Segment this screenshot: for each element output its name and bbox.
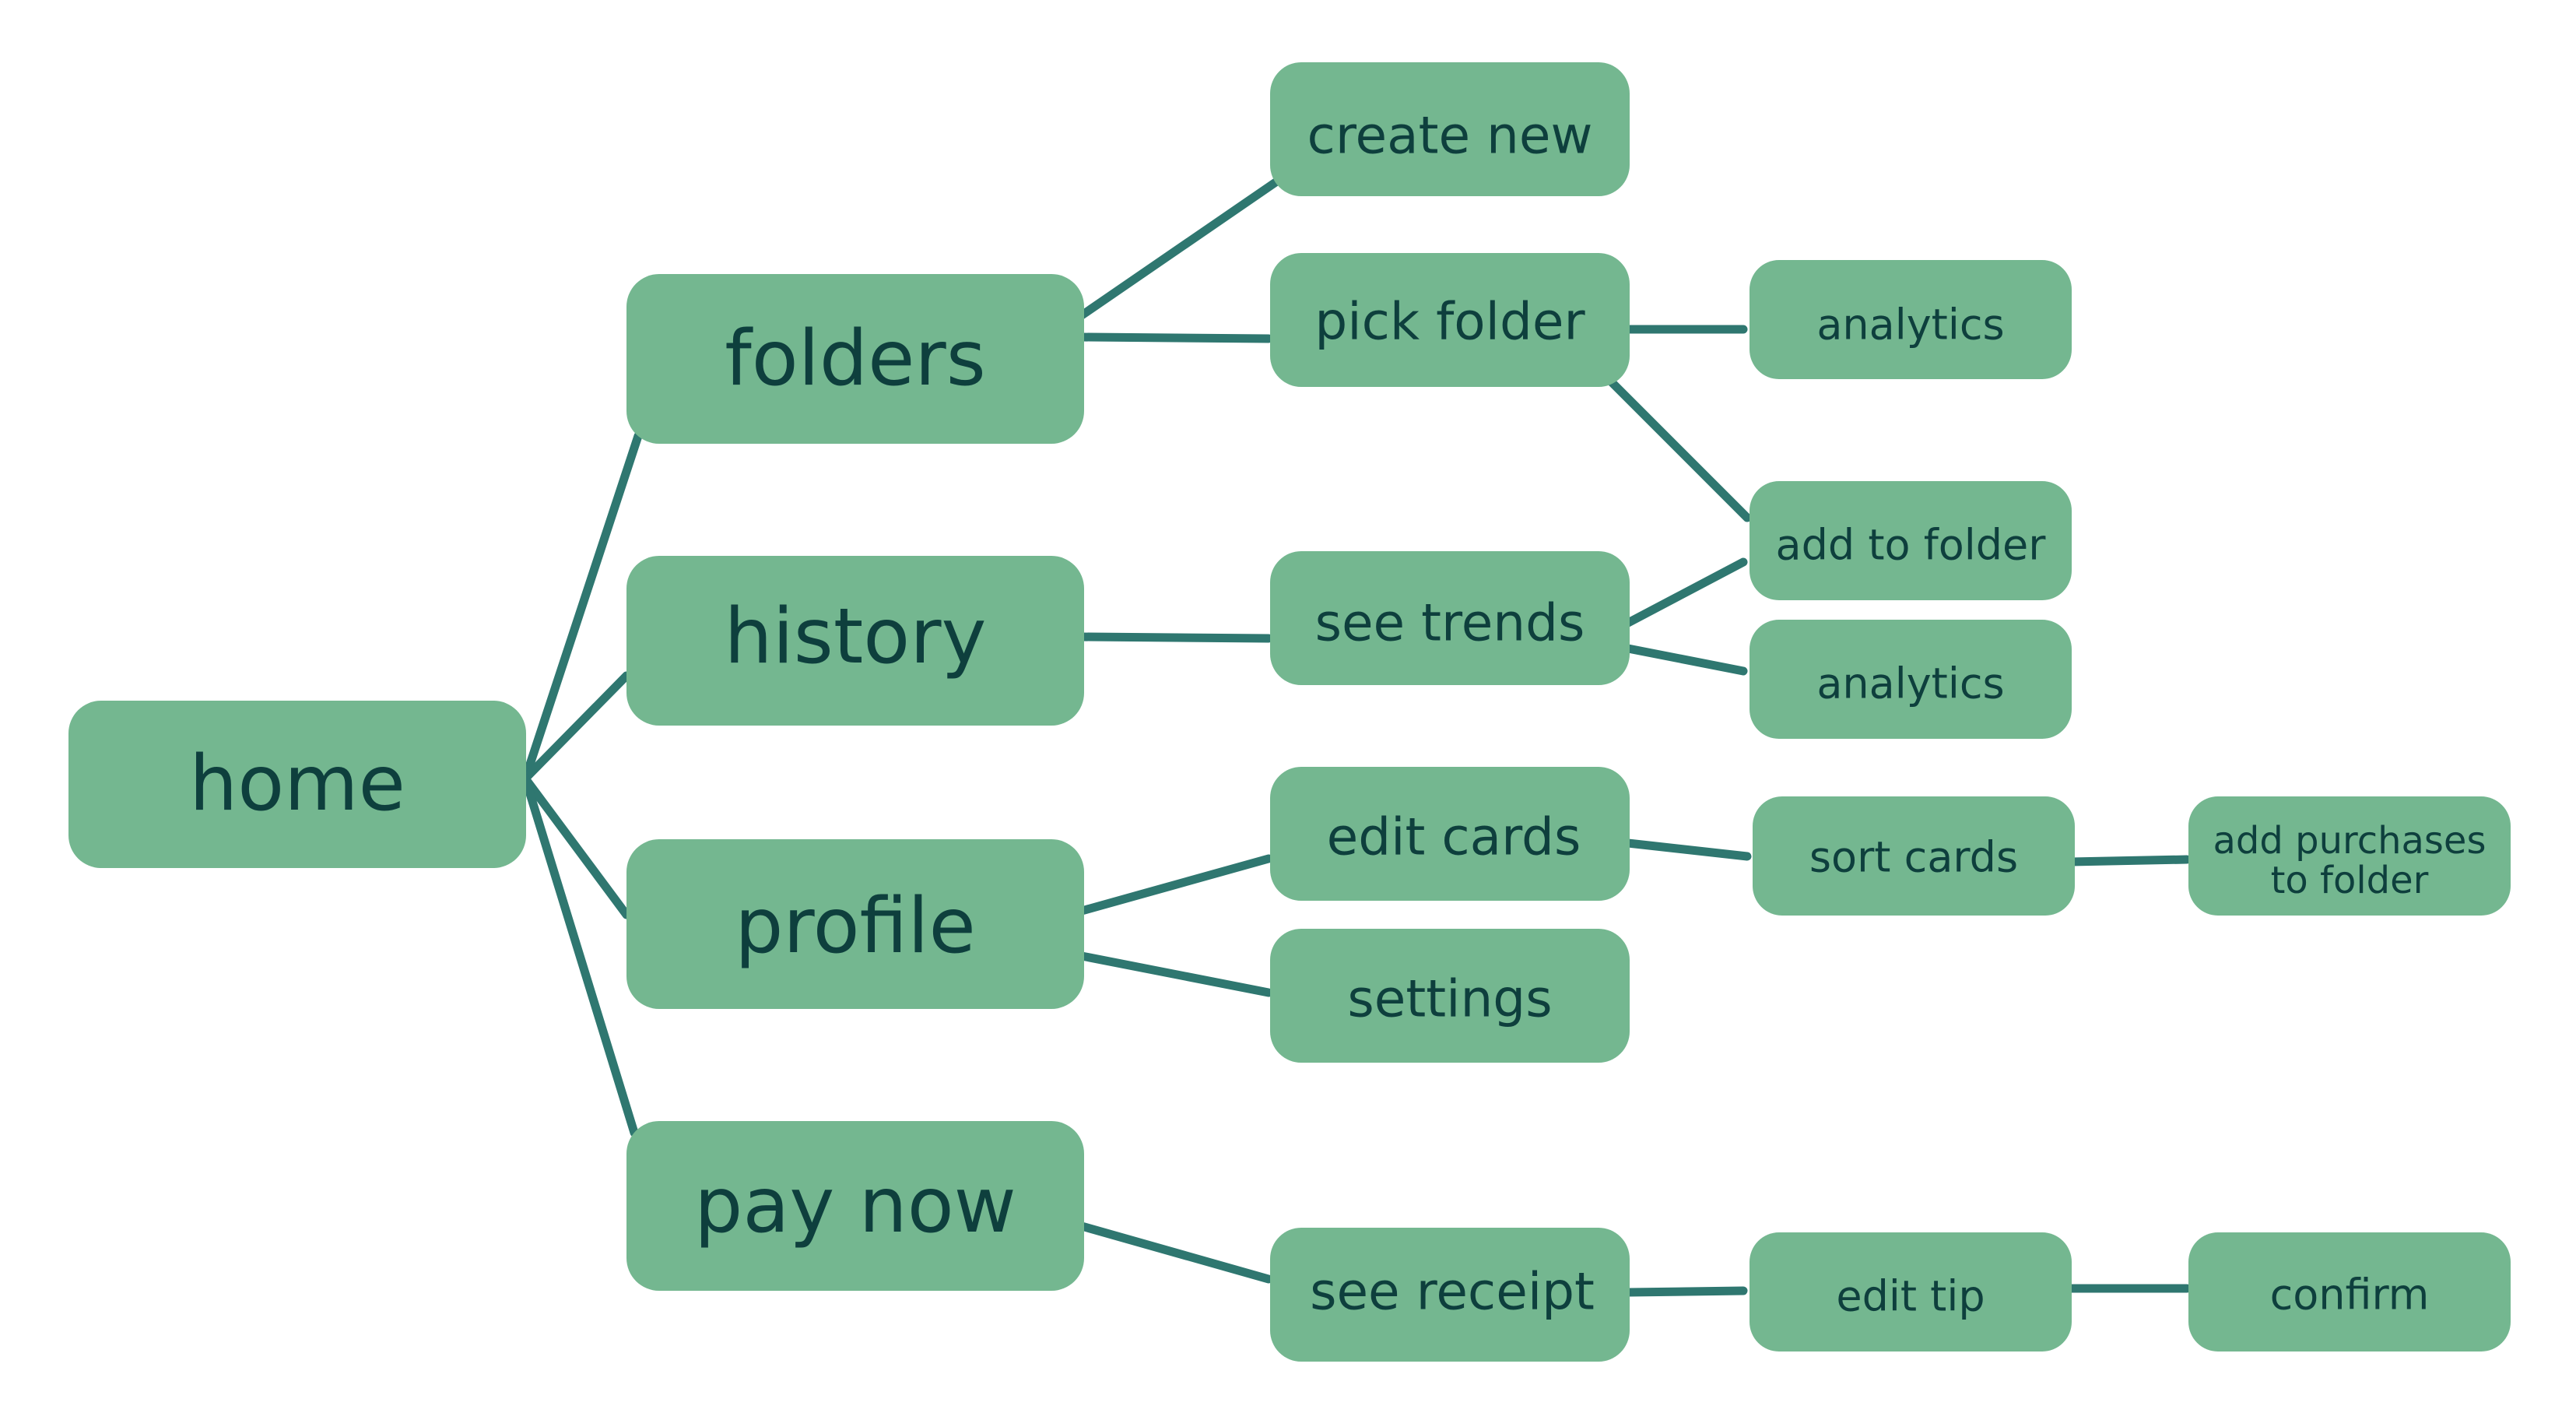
node-edit-cards: edit cards (1270, 767, 1630, 901)
node-edit-tip: edit tip (1750, 1232, 2072, 1351)
node-confirm-label: confirm (2270, 1271, 2430, 1320)
node-edit-tip-label: edit tip (1836, 1272, 1985, 1321)
node-profile: profile (626, 839, 1084, 1009)
edge-folders-pick-folder (1077, 332, 1273, 343)
node-sort-cards: sort cards (1753, 796, 2075, 916)
node-see-receipt-label: see receipt (1310, 1262, 1595, 1322)
node-add-to-folder-label: add to folder (1776, 521, 2047, 570)
node-add-purchases: add purchases to folder (2188, 796, 2511, 916)
node-settings-label: settings (1347, 969, 1552, 1029)
nodes: home folders history profile pay now cre… (68, 62, 2511, 1362)
node-analytics-trends-label: analytics (1816, 659, 2004, 708)
node-pay-now-label: pay now (694, 1162, 1016, 1250)
edge-home-folders (521, 431, 643, 783)
edge-home-profile (521, 774, 631, 919)
node-home: home (68, 701, 526, 868)
node-folders: folders (626, 274, 1084, 444)
node-add-purchases-label-line1: add purchases (2213, 819, 2487, 863)
node-sort-cards-label: sort cards (1809, 833, 2018, 882)
edge-edit-cards-sort-cards (1623, 838, 1752, 861)
edge-see-trends-analytics (1623, 644, 1748, 676)
edge-pay-now-see-receipt (1077, 1221, 1273, 1284)
node-pay-now: pay now (626, 1121, 1084, 1291)
node-add-to-folder: add to folder (1750, 481, 2072, 600)
node-see-trends: see trends (1270, 551, 1630, 685)
node-home-label: home (189, 740, 405, 828)
node-pick-folder: pick folder (1270, 253, 1630, 387)
edge-see-trends-add-to-folder (1623, 557, 1748, 627)
node-confirm: confirm (2188, 1232, 2511, 1351)
node-edit-cards-label: edit cards (1327, 807, 1581, 867)
node-see-trends-label: see trends (1315, 593, 1585, 653)
node-pick-folder-label: pick folder (1314, 292, 1585, 352)
node-folders-label: folders (725, 315, 986, 403)
node-analytics-folder-label: analytics (1816, 301, 2004, 350)
node-analytics-folder: analytics (1750, 260, 2072, 379)
edges (521, 174, 2192, 1297)
node-add-purchases-label-line2: to folder (2271, 859, 2429, 902)
node-profile-label: profile (735, 882, 976, 971)
node-history-label: history (724, 592, 986, 681)
node-analytics-trends: analytics (1750, 620, 2072, 739)
edge-history-see-trends (1077, 632, 1273, 643)
node-create-new: create new (1270, 62, 1630, 196)
edge-pick-folder-add-to-folder (1606, 377, 1752, 522)
edge-profile-edit-cards (1077, 854, 1273, 916)
edge-home-pay-now (521, 774, 639, 1137)
edge-home-history (521, 671, 631, 783)
edge-see-receipt-edit-tip (1623, 1286, 1748, 1297)
node-settings: settings (1270, 929, 1630, 1063)
node-history: history (626, 556, 1084, 726)
node-see-receipt: see receipt (1270, 1228, 1630, 1362)
edge-sort-cards-add-purchases (2065, 855, 2192, 866)
edge-profile-settings (1077, 951, 1273, 997)
edge-folders-create-new (1077, 174, 1285, 320)
node-create-new-label: create new (1307, 106, 1593, 166)
